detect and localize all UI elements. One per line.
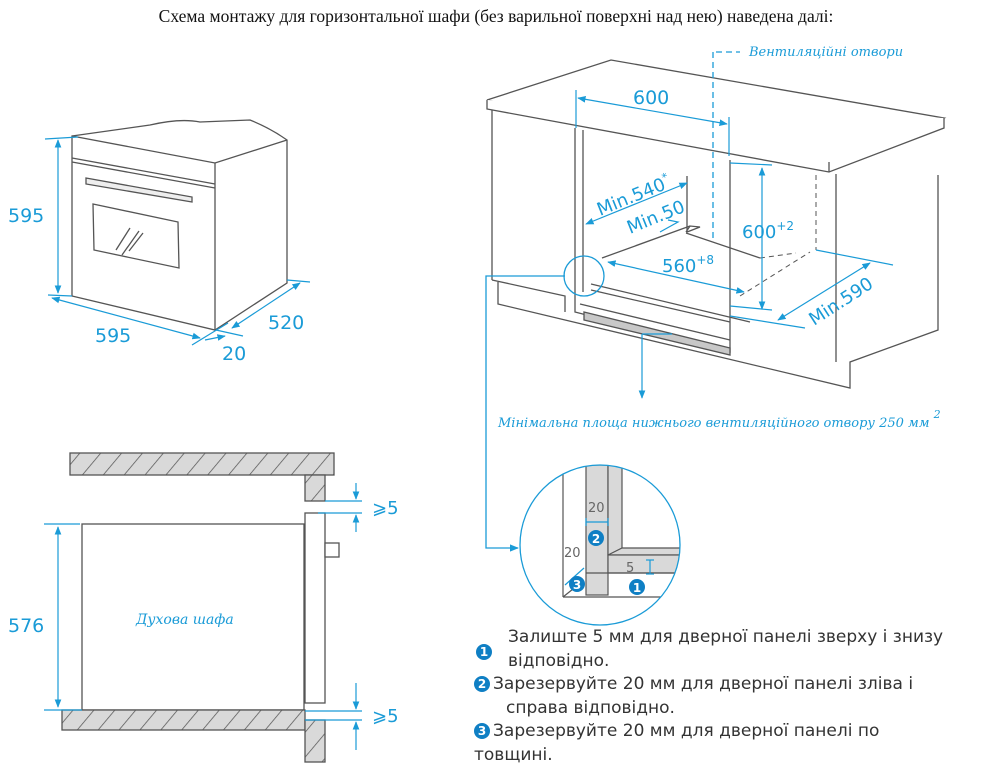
oven-3d-drawing (71, 119, 288, 331)
note-text: Зарезервуйте 20 мм для дверної панелі зл… (493, 674, 914, 694)
svg-text:2: 2 (592, 532, 600, 546)
note-badge-2: 2 (474, 676, 490, 692)
detail-dim-5: 5 (626, 561, 634, 576)
svg-text:1: 1 (633, 581, 641, 595)
page-title: Схема монтажу для горизонтальної шафи (б… (158, 6, 834, 26)
lower-rail (304, 719, 326, 763)
corner-detail: 20 20 5 2 3 1 (519, 464, 681, 626)
lower-shelf (61, 709, 306, 731)
detail-badge-1: 1 (629, 579, 645, 595)
detail-dim-20-top: 20 (588, 501, 605, 516)
oven-door-label: 20 (222, 343, 246, 365)
detail-callout-circle (485, 255, 605, 552)
oven-door (304, 512, 326, 704)
oven-body-label: Духова шафа (135, 612, 234, 628)
oven-height-label: 595 (8, 205, 44, 227)
note-text: справа відповідно. (506, 697, 675, 718)
cabinet-width-600-label: 600 (633, 87, 669, 109)
cabinet-min590-label: Min.590 (805, 273, 877, 330)
note-badge-3: 3 (474, 723, 490, 739)
note-text: відповідно. (508, 650, 610, 671)
note-1: 1 Залиште 5 мм для дверної панелі зверху… (474, 626, 989, 673)
note-text: Зарезервуйте 20 мм для дверної панелі по (493, 721, 880, 741)
top-gap-label: ⩾5 (372, 498, 399, 519)
oven-section-height-label: 576 (8, 615, 44, 637)
bottom-gap-label: ⩾5 (372, 706, 399, 727)
oven-width-label: 595 (95, 325, 131, 347)
detail-badge-3: 3 (569, 576, 585, 592)
oven-depth-label: 520 (268, 312, 304, 334)
svg-text:3: 3 (573, 578, 581, 592)
oven-knob (324, 542, 340, 558)
oven-body (81, 523, 305, 711)
note-text: Залиште 5 мм для дверної панелі зверху і… (508, 627, 944, 647)
cabinet-height-600-label: 600+2 (742, 219, 794, 243)
installation-notes: 1 Залиште 5 мм для дверної панелі зверху… (474, 626, 989, 767)
bottom-vent-label: Мінімальна площа нижнього вентиляційного… (497, 408, 941, 431)
oven-3d-dimensions (44, 136, 311, 346)
side-section-drawing (61, 452, 340, 763)
note-text: товщині. (474, 744, 553, 765)
vent-openings-label: Вентиляційні отвори (748, 45, 903, 60)
upper-rail (304, 474, 326, 502)
upper-shelf (69, 452, 335, 476)
oven-handle (85, 177, 193, 203)
note-badge-1: 1 (476, 644, 492, 660)
cabinet-dashed-lines (739, 175, 817, 297)
side-section-dimensions (44, 483, 362, 750)
cabinet-3d-dimensions (575, 90, 894, 399)
detail-dim-20-left: 20 (564, 546, 581, 561)
cabinet-3d-drawing (486, 59, 947, 389)
detail-badge-2: 2 (588, 530, 604, 546)
cabinet-vent-dashed-line (712, 51, 740, 240)
cabinet-width-560-label: 560+8 (662, 253, 714, 277)
